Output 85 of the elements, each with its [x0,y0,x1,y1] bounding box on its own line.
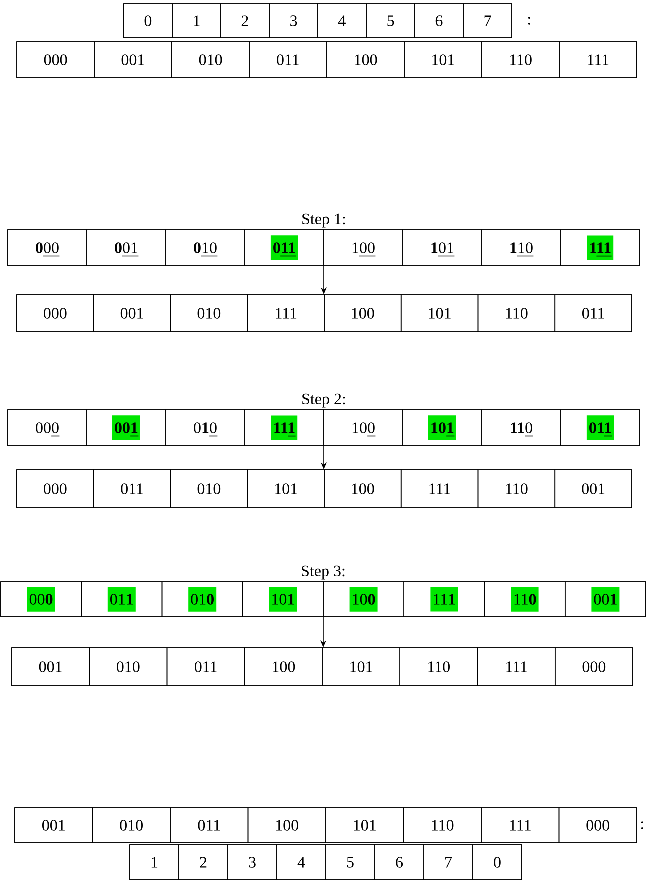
table-cell: 110 [482,42,560,78]
table-cell: 001 [94,42,172,78]
table-cell: 001 [554,470,632,508]
table-cell: 010 [166,410,246,446]
table-cell: 110 [482,410,562,446]
table-cell: 111 [477,648,556,686]
table-cell: 100 [324,410,404,446]
table-cell: 0 [124,4,173,38]
table-cell: 001 [565,582,646,618]
table-cell: 101 [400,294,479,332]
table-cell: 000 [16,294,94,332]
table-cell: 101 [404,42,482,78]
table-cell: 101 [322,648,400,686]
step-heading: Step 1: [302,214,346,228]
table-cell: 7 [463,4,512,38]
table-cell: 2 [220,4,270,38]
table-cell: 011 [249,42,328,78]
table-cell: 000 [16,470,94,508]
table-cell: 001 [93,294,172,332]
table-cell: 7 [424,844,474,880]
step-heading: Step 3: [302,566,345,580]
table-cell: 010 [89,648,168,686]
table-cell: 101 [242,582,324,618]
table-cell: 111 [247,294,325,332]
table-cell: 000 [16,42,95,78]
table-cell: 0 [472,844,522,880]
table-cell: 4 [318,4,367,38]
table-cell: 011 [93,470,172,508]
table-cell: 100 [324,230,404,266]
table-cell: 5 [366,4,416,38]
table-cell: 010 [172,42,250,78]
table-cell: 100 [324,294,402,332]
table-cell: 3 [228,844,278,880]
table-cell: 000 [8,410,88,446]
table-cell: 011 [170,808,249,844]
table-cell: 011 [560,410,640,446]
table-cell: 011 [244,230,324,266]
table-cell: 001 [86,410,166,446]
table-cell: 101 [402,410,482,446]
table-cell: 6 [414,4,464,38]
table-cell: 110 [478,294,556,332]
table-cell: 100 [324,470,402,508]
table-cell: 001 [14,808,94,844]
table-cell: 110 [478,470,556,508]
table-cell: 110 [484,582,566,618]
table-cell: 100 [323,582,404,618]
table-cell: 000 [555,648,634,686]
table-cell: 100 [244,648,323,686]
table-cell: 101 [326,808,404,844]
table-cell: 111 [404,582,486,618]
table-cell: 110 [482,230,562,266]
table-cell: 111 [560,230,640,266]
table-cell: 100 [326,42,405,78]
table-cell: 010 [166,230,246,266]
table-cell: 111 [481,808,560,844]
table-cell: 2 [178,844,228,880]
table-cell: 111 [400,470,479,508]
table-cell: 011 [166,648,246,686]
table-cell: 100 [248,808,326,844]
colon: : [641,822,644,830]
table-cell: 010 [170,294,248,332]
table-cell: 1 [172,4,222,38]
table-cell: 001 [12,648,90,686]
table-cell: 110 [403,808,482,844]
table-cell: 010 [92,808,171,844]
table-cell: 101 [402,230,482,266]
table-cell: 111 [559,42,638,78]
table-cell: 1 [130,844,180,880]
table-cell: 6 [374,844,424,880]
table-cell: 4 [276,844,326,880]
table-cell: 000 [558,808,638,844]
table-cell: 011 [554,294,632,332]
table-cell: 110 [400,648,478,686]
colon: : [528,17,530,25]
table-cell: 101 [247,470,325,508]
table-cell: 3 [269,4,318,38]
table-cell: 000 [0,582,82,618]
table-cell: 011 [81,582,163,618]
step-heading: Step 2: [302,394,346,408]
table-cell: 111 [244,410,324,446]
table-cell: 010 [162,582,244,618]
table-cell: 000 [8,230,88,266]
table-cell: 5 [326,844,376,880]
table-cell: 001 [86,230,166,266]
table-cell: 010 [170,470,248,508]
